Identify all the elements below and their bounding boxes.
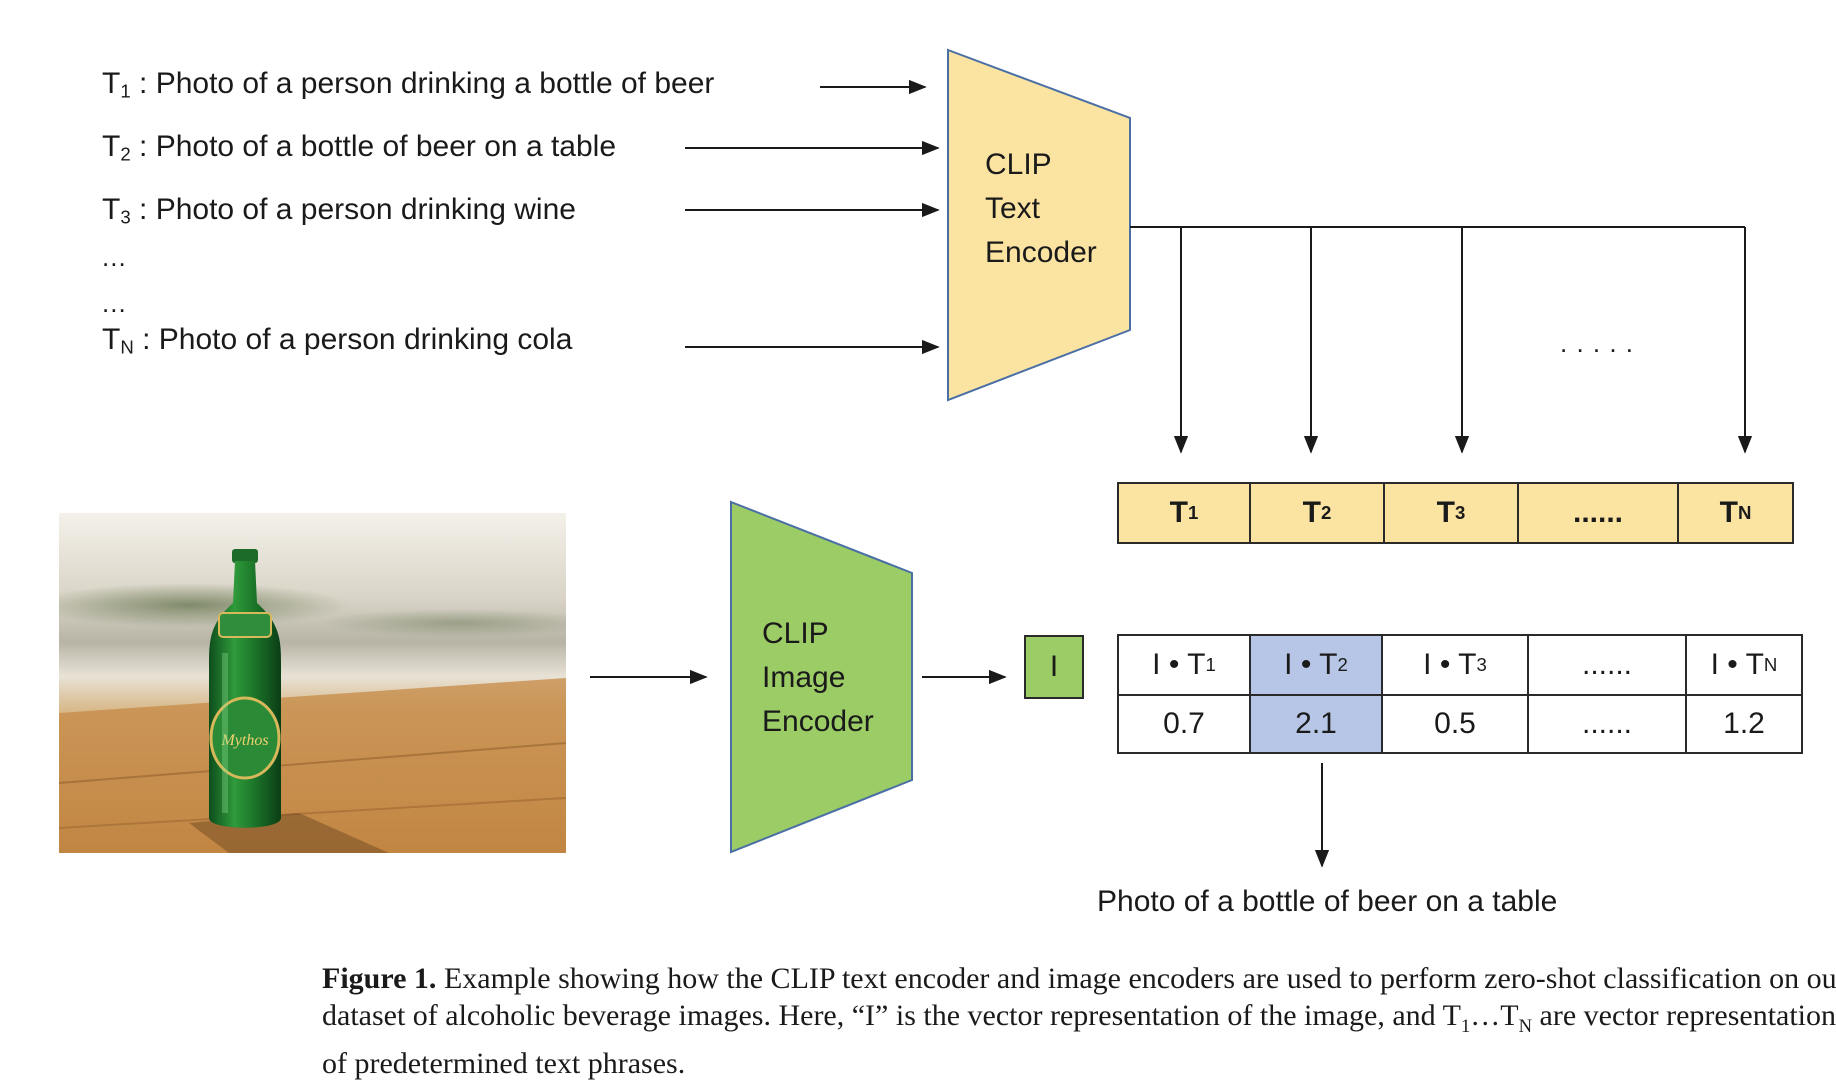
table-plank-line [59,797,566,829]
caption-tail-b-sub: N [1518,1016,1533,1037]
embedding-subscript: N [1737,502,1752,523]
text-encoder-line2: Text [985,192,1041,225]
prompt-subscript: 3 [120,206,131,228]
prompt-symbol: T [102,323,121,356]
image-vector: I [1024,635,1084,699]
caption-text: Example showing how the CLIP text encode… [322,962,1836,1032]
embedding-ellipsis: ...... [1572,496,1623,529]
prompt-ellipsis-2: ... [102,288,127,318]
image-encoder-line1: CLIP [762,617,829,650]
prompt-subscript: N [120,336,134,358]
caption-tail-mid: …T [1470,999,1519,1032]
embedding-symbol: T [1302,496,1321,529]
score-head-text: I • T [1710,648,1764,681]
embedding-symbol: T [1169,496,1188,529]
score-head-subscript: 1 [1205,654,1216,675]
beer-bottle-illustration: Mythos [59,513,566,853]
score-head-text: I • T [1423,648,1477,681]
prompt-text: Photo of a person drinking wine [155,193,576,226]
image-encoder-line2: Image [762,661,846,694]
image-encoder-label: CLIP Image Encoder [762,612,874,744]
photo-blur-shape [59,583,349,627]
score-head-ellipsis: ...... [1527,634,1687,696]
text-encoder-line1: CLIP [985,148,1052,181]
prompt-t3: T3 : Photo of a person drinking wine [102,195,576,227]
photo-blur-shape [319,609,566,637]
result-label: Photo of a bottle of beer on a table [1097,885,1558,918]
embedding-subscript: 3 [1454,502,1466,523]
prompt-tn: TN : Photo of a person drinking cola [102,325,572,357]
score-value-n: 1.2 [1685,694,1803,754]
score-head-subscript: N [1763,654,1778,675]
prompt-subscript: 1 [120,80,131,102]
embedding-subscript: 2 [1320,502,1332,523]
image-encoder-line3: Encoder [762,705,874,738]
prompt-subscript: 2 [120,143,131,165]
prompt-separator: : [130,67,156,100]
score-value-1: 0.7 [1117,694,1251,754]
figure-label: Figure 1. [322,962,437,995]
score-head-text: ...... [1581,648,1632,681]
score-head-text: I • T [1152,648,1206,681]
embedding-symbol: T [1436,496,1455,529]
prompt-t1: T1 : Photo of a person drinking a bottle… [102,69,714,101]
bottle-label-text: Mythos [220,732,268,749]
prompt-text: Photo of a person drinking cola [158,323,573,356]
prompt-text: Photo of a bottle of beer on a table [155,130,617,163]
prompt-t2: T2 : Photo of a bottle of beer on a tabl… [102,132,616,164]
embedding-symbol: T [1719,496,1738,529]
table-plank-line [59,742,566,784]
score-value-3: 0.5 [1381,694,1529,754]
beer-bottle-photo: Mythos [59,513,566,853]
bottle-main-label [209,696,281,780]
prompt-separator: : [130,193,156,226]
text-embedding-dots: . . . . . [1560,328,1635,358]
prompt-separator: : [133,323,159,356]
prompt-symbol: T [102,193,121,226]
score-head-subscript: 2 [1337,654,1348,675]
image-encoder-shape [730,500,913,854]
caption-tail-a-sub: 1 [1460,1016,1471,1037]
bottle-highlight [222,653,228,813]
table-surface [59,678,566,853]
score-value-ellipsis: ...... [1527,694,1687,754]
caption-tail-a: T [1442,999,1461,1032]
bottle-neck-label [218,612,272,638]
prompt-ellipsis-1: ... [102,242,127,272]
figure-caption: Figure 1. Example showing how the CLIP t… [322,960,1836,1082]
prompt-separator: : [130,130,156,163]
text-encoder-label: CLIP Text Encoder [985,143,1097,275]
score-value-2: 2.1 [1249,694,1383,754]
score-head-text: I • T [1284,648,1338,681]
text-embedding-ellipsis: ...... [1517,482,1679,544]
score-head-subscript: 3 [1476,654,1487,675]
text-encoder-line3: Encoder [985,236,1097,269]
prompt-text: Photo of a person drinking a bottle of b… [155,67,715,100]
prompt-symbol: T [102,130,121,163]
embedding-subscript: 1 [1187,502,1199,523]
text-encoder-shape [947,48,1131,402]
bottle-cap [232,549,258,563]
prompt-symbol: T [102,67,121,100]
caption-tail-end: are vector representations of predetermi… [322,999,1836,1080]
